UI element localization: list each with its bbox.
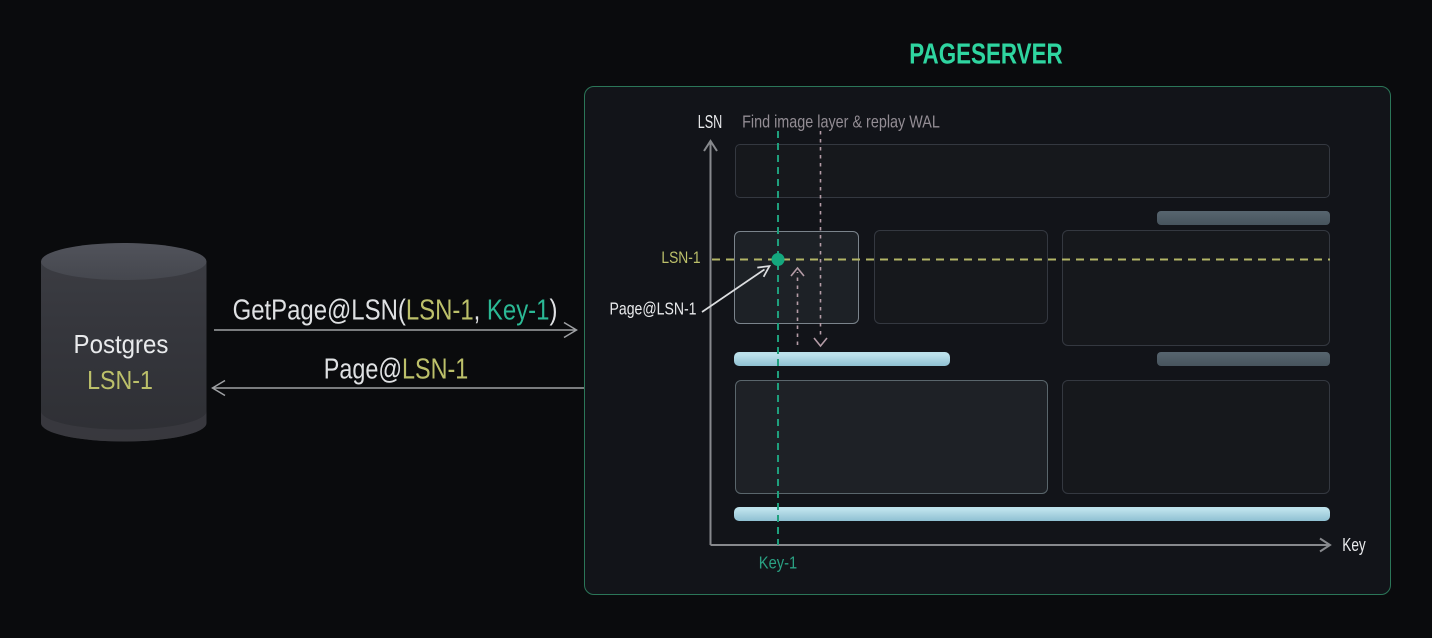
lsn1-marker-label: LSN-1 xyxy=(661,248,701,267)
image-layer-bar-left xyxy=(734,352,950,366)
postgres-label: Postgres xyxy=(73,329,169,360)
key1-marker-label: Key-1 xyxy=(759,552,798,573)
delta-layer-mid-3 xyxy=(1062,230,1330,346)
delta-layer-mid-2 xyxy=(874,230,1048,324)
key-axis-label: Key xyxy=(1342,535,1366,555)
response-arrowhead xyxy=(211,379,226,397)
image-layer-bar-upper-right xyxy=(1157,211,1330,225)
pageserver-title: PAGESERVER xyxy=(909,38,1064,71)
image-layer-bar-bottom xyxy=(734,507,1330,521)
postgres-database-cylinder-icon xyxy=(40,243,207,442)
delta-layer-mid-highlighted xyxy=(734,231,859,324)
delta-layer-bottom-left xyxy=(735,380,1048,494)
request-lsn-arg: LSN-1 xyxy=(405,294,474,327)
cylinder-body xyxy=(40,261,207,442)
request-key-arg: Key-1 xyxy=(486,294,549,327)
page-response-label: Page@LSN-1 xyxy=(323,353,469,386)
request-arrowhead xyxy=(563,321,578,339)
lsn-axis-label: LSN xyxy=(698,112,723,133)
find-image-layer-hint: Find image layer & replay WAL xyxy=(741,111,940,132)
cylinder-bottom-rim xyxy=(40,411,207,442)
delta-layer-bottom-right xyxy=(1062,380,1330,494)
delta-layer-top xyxy=(735,144,1330,198)
postgres-lsn-label: LSN-1 xyxy=(86,365,153,396)
page-at-lsn1-point-label: Page@LSN-1 xyxy=(609,298,697,319)
response-lsn: LSN-1 xyxy=(401,353,469,386)
image-layer-bar-lower-right xyxy=(1157,352,1330,366)
cylinder-top xyxy=(40,243,207,281)
getpage-request-label: GetPage@LSN(LSN-1, Key-1) xyxy=(232,294,557,327)
